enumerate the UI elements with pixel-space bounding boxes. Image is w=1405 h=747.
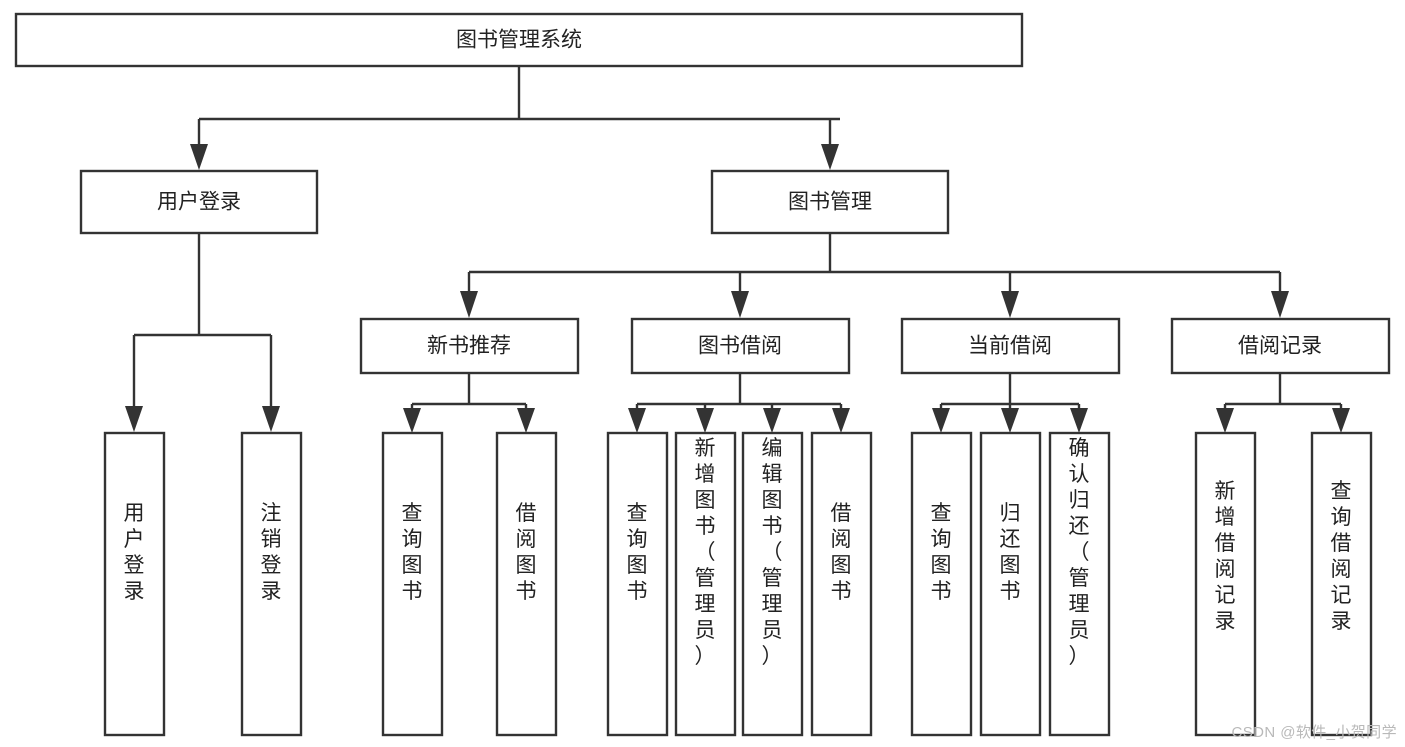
leaf-logout-label: 注销登录 [261,502,282,603]
leaf-node[interactable]: 归还图书 [979,431,1042,737]
arrow-head-user-login [190,144,208,170]
leaf-node[interactable]: 新增图书（管理员） [674,431,737,737]
leaf-node[interactable]: 借阅图书 [810,431,873,737]
node-user-login-label: 用户登录 [157,191,241,214]
leaf-br-add-record-box[interactable] [1194,431,1257,737]
arrow-head-leaf-user-login-2 [262,406,280,432]
leaf-bb-query-book-label: 查询图书 [627,502,648,603]
leaf-bb-add-book-box[interactable] [674,431,737,737]
connector-user-login-to-leaves [125,233,280,432]
node-book-manage[interactable]: 图书管理 [710,169,950,235]
leaf-bb-edit-book-label: 编辑图书（管理员） [762,437,783,668]
node-new-book-recommend[interactable]: 新书推荐 [359,317,580,375]
arrow-head-cb-leaf-3 [1070,408,1088,433]
arrow-head-bb-leaf-2 [696,408,714,433]
leaf-cb-query-book-label: 查询图书 [931,502,952,603]
connector-book-manage-to-level3 [460,233,1289,318]
connector-book-borrow-to-leaves [628,373,850,433]
arrow-head-nb-leaf-2 [517,408,535,433]
node-current-borrow[interactable]: 当前借阅 [900,317,1121,375]
leaf-node[interactable]: 编辑图书（管理员） [741,431,804,737]
leaf-br-query-record-box[interactable] [1310,431,1373,737]
leaf-bb-borrow-book-label: 借阅图书 [831,502,852,603]
connector-current-borrow-to-leaves [932,373,1088,433]
leaf-cb-confirm-return-label: 确认归还（管理员） [1069,437,1090,668]
arrow-head-book-borrow [731,291,749,318]
leaf-cb-query-book-box[interactable] [910,431,973,737]
node-book-borrow-label: 图书借阅 [698,335,782,358]
node-borrow-record-label: 借阅记录 [1238,335,1322,358]
watermark-text: CSDN @软件_小贺同学 [1231,724,1397,741]
connector-new-book-to-leaves [403,373,535,433]
arrow-head-bb-leaf-1 [628,408,646,433]
node-borrow-record-box[interactable] [1170,317,1391,375]
node-root-box[interactable] [14,12,1024,68]
leaf-user-login-label: 用户登录 [124,502,145,603]
leaf-node[interactable]: 查询图书 [606,431,669,737]
leaf-br-add-record-label: 新增借阅记录 [1215,480,1236,633]
connector-borrow-record-to-leaves [1216,373,1350,433]
arrow-head-current-borrow [1001,291,1019,318]
leaf-node[interactable]: 新增借阅记录 [1194,431,1257,737]
node-current-borrow-label: 当前借阅 [968,335,1052,358]
leaf-br-query-record-label: 查询借阅记录 [1331,480,1352,633]
leaf-cb-return-book-label: 归还图书 [1000,502,1021,603]
node-book-manage-box[interactable] [710,169,950,235]
leaf-nb-query-book-label: 查询图书 [402,502,423,603]
arrow-head-book-manage [821,144,839,170]
node-current-borrow-box[interactable] [900,317,1121,375]
leaf-bb-edit-book-box[interactable] [741,431,804,737]
leaf-node[interactable]: 借阅图书 [495,431,558,737]
arrow-head-nb-leaf-1 [403,408,421,433]
node-new-book-recommend-label: 新书推荐 [427,335,511,358]
node-book-borrow-box[interactable] [630,317,851,375]
arrow-head-leaf-user-login-1 [125,406,143,432]
node-new-book-recommend-box[interactable] [359,317,580,375]
leaf-user-login-box[interactable] [103,431,166,737]
leaf-cb-return-book-box[interactable] [979,431,1042,737]
leaf-node[interactable]: 确认归还（管理员） [1048,431,1111,737]
leaf-logout-box[interactable] [240,431,303,737]
arrow-head-bb-leaf-4 [832,408,850,433]
arrow-head-borrow-record [1271,291,1289,318]
node-borrow-record[interactable]: 借阅记录 [1170,317,1391,375]
node-book-manage-label: 图书管理 [788,191,872,214]
node-root-system[interactable]: 图书管理系统 [14,12,1024,68]
node-user-login-box[interactable] [79,169,319,235]
arrow-head-cb-leaf-1 [932,408,950,433]
leaf-node[interactable]: 查询借阅记录 [1310,431,1373,737]
node-user-login[interactable]: 用户登录 [79,169,319,235]
leaf-node[interactable]: 查询图书 [381,431,444,737]
leaf-bb-query-book-box[interactable] [606,431,669,737]
leaf-bb-borrow-book-box[interactable] [810,431,873,737]
arrow-head-bb-leaf-3 [763,408,781,433]
leaf-bb-add-book-label: 新增图书（管理员） [695,437,716,668]
leaf-cb-confirm-return-box[interactable] [1048,431,1111,737]
leaf-nb-borrow-book-label: 借阅图书 [516,502,537,603]
arrow-head-br-leaf-2 [1332,408,1350,433]
node-book-borrow[interactable]: 图书借阅 [630,317,851,375]
node-root-label: 图书管理系统 [456,29,582,52]
leaf-nb-borrow-book-box[interactable] [495,431,558,737]
leaf-node[interactable]: 用户登录 [103,431,166,737]
leaf-nb-query-book-box[interactable] [381,431,444,737]
leaf-node[interactable]: 注销登录 [240,431,303,737]
arrow-head-br-leaf-1 [1216,408,1234,433]
leaf-node[interactable]: 查询图书 [910,431,973,737]
connector-root-to-level2 [190,67,840,170]
arrow-head-new-book [460,291,478,318]
arrow-head-cb-leaf-2 [1001,408,1019,433]
